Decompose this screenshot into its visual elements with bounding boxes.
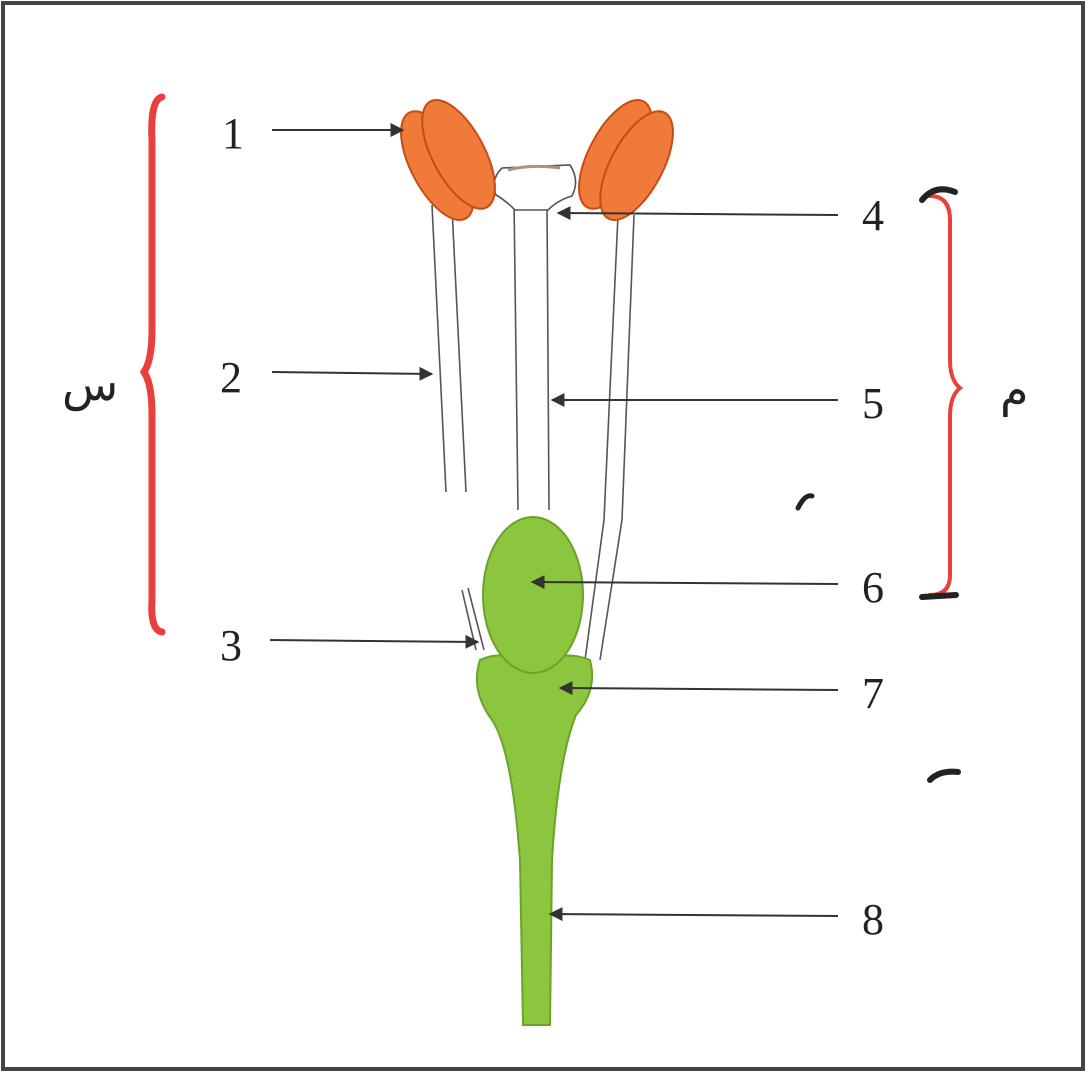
arrow-8 [548,907,839,922]
label-8: 8 [862,895,884,944]
label-6: 6 [862,563,884,612]
receptacle-pedicel [475,654,594,1026]
stigma [493,164,577,211]
arrow-3 [269,634,480,649]
arrow-6 [530,575,839,590]
filament-right [584,214,635,661]
anther-left [400,99,496,221]
label-5: 5 [862,379,884,428]
arrow-4 [556,206,839,221]
arrow-7 [558,681,839,696]
bracket-right-label: م [1000,365,1028,418]
bracket-left [139,93,166,636]
bracket-left-label: س [62,359,118,412]
ovary [482,516,584,674]
bracket-right [928,194,964,597]
stray-mark-2 [927,768,961,783]
bracket-right-cap-bottom [919,592,959,600]
stray-mark-1 [795,493,815,511]
label-2: 2 [220,353,242,402]
label-7: 7 [862,669,884,718]
arrow-2 [271,366,434,381]
style [513,199,550,511]
label-4: 4 [862,191,884,240]
label-1: 1 [222,109,244,158]
stigma-tip [507,164,561,172]
bracket-right-cap-top [919,186,958,203]
filament-left [431,204,485,651]
anther-right [578,99,674,221]
label-3: 3 [220,621,242,670]
